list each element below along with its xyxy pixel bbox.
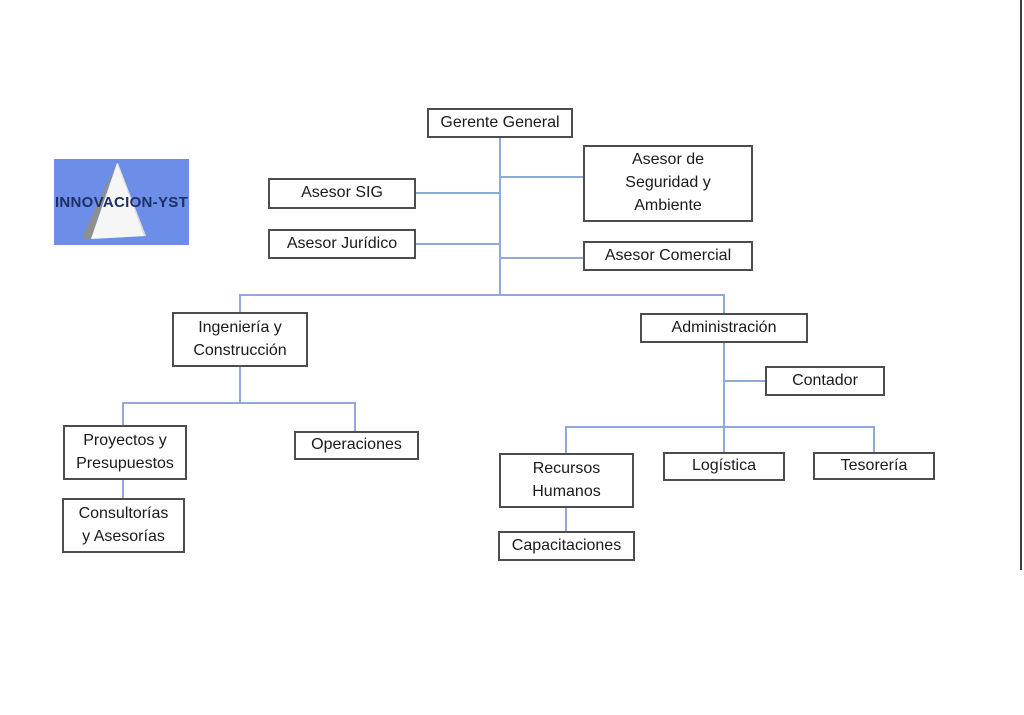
connector-administracion-trunk — [723, 342, 725, 453]
org-node-tesoreria: Tesorería — [813, 452, 935, 480]
page-right-edge — [1020, 0, 1022, 570]
org-node-gerente-general: Gerente General — [427, 108, 573, 138]
company-logo-text: INNOVACION-YST — [54, 193, 189, 211]
company-logo: INNOVACION-YST — [54, 159, 189, 245]
connector-tesoreria-drop — [873, 426, 875, 453]
org-node-contador: Contador — [765, 366, 885, 396]
org-node-asesor-juridico: Asesor Jurídico — [268, 229, 416, 259]
connector-consultorias-drop — [122, 479, 124, 499]
connector-asesor-juridico — [415, 243, 501, 245]
connector-capacitaciones-drop — [565, 507, 567, 532]
connector-administracion-rail — [565, 426, 875, 428]
org-node-logistica: Logística — [663, 452, 785, 481]
connector-asesor-seguridad — [500, 176, 584, 178]
org-node-administracion: Administración — [640, 313, 808, 343]
org-node-consultorias: Consultorías y Asesorías — [62, 498, 185, 553]
connector-asesor-comercial — [500, 257, 584, 259]
org-node-asesor-comercial: Asesor Comercial — [583, 241, 753, 271]
org-node-operaciones: Operaciones — [294, 431, 419, 460]
org-node-asesor-seguridad: Asesor de Seguridad y Ambiente — [583, 145, 753, 222]
connector-level2-rail — [239, 294, 725, 296]
connector-contador — [724, 380, 765, 382]
connector-ingenieria-drop — [239, 294, 241, 313]
connector-administracion-drop — [723, 294, 725, 314]
connector-asesor-sig — [415, 192, 501, 194]
connector-recursos-drop — [565, 426, 567, 454]
connector-gerente-trunk — [499, 137, 501, 296]
org-node-asesor-sig: Asesor SIG — [268, 178, 416, 209]
org-node-capacitaciones: Capacitaciones — [498, 531, 635, 561]
pyramid-icon — [82, 163, 146, 239]
connector-proyectos-drop — [122, 402, 124, 426]
connector-ingenieria-rail — [122, 402, 356, 404]
org-node-ingenieria: Ingeniería y Construcción — [172, 312, 308, 367]
connector-ingenieria-trunk — [239, 366, 241, 404]
org-node-proyectos: Proyectos y Presupuestos — [63, 425, 187, 480]
org-node-recursos-humanos: Recursos Humanos — [499, 453, 634, 508]
connector-operaciones-drop — [354, 402, 356, 432]
